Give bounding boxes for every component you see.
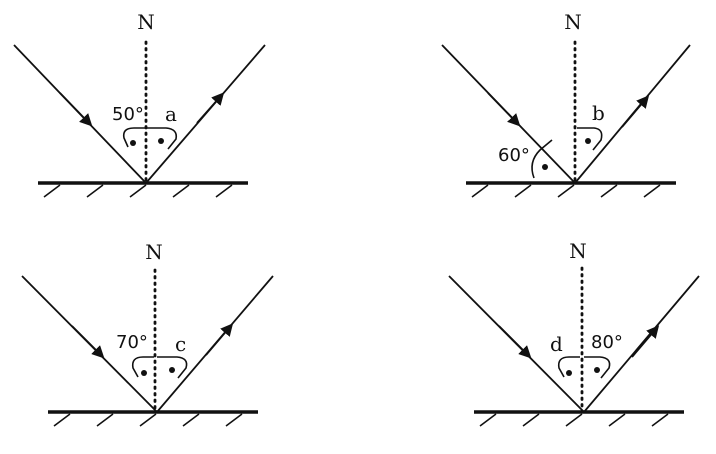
angle-dot xyxy=(566,370,572,376)
mirror-hatching xyxy=(471,184,661,198)
unknown-angle-label: c xyxy=(175,332,186,356)
panel-1: N 50° a xyxy=(13,10,266,198)
angle-dot xyxy=(169,367,175,373)
normal-label: N xyxy=(145,240,163,264)
incident-arrow xyxy=(71,325,105,359)
angle-dot xyxy=(594,367,600,373)
mirror-hatching xyxy=(43,184,233,198)
reflected-arrow xyxy=(196,92,225,124)
angle-marker-left xyxy=(122,127,145,148)
unknown-angle-label: a xyxy=(165,102,177,126)
normal-label: N xyxy=(137,10,155,34)
angle-marker-surface xyxy=(531,139,553,179)
mirror-hatching xyxy=(479,413,669,427)
angle-marker-right xyxy=(157,356,188,379)
angle-dot xyxy=(585,138,591,144)
panel-4: N d 80° xyxy=(448,239,700,427)
angle-dot xyxy=(141,370,147,376)
normal-label: N xyxy=(569,239,587,263)
reflected-ray xyxy=(583,275,700,413)
angle-marker-left xyxy=(131,356,154,378)
angle-label: 80° xyxy=(591,332,623,353)
normal-label: N xyxy=(564,10,582,34)
angle-label: 70° xyxy=(116,332,148,353)
incident-arrow xyxy=(498,325,532,359)
angle-dot xyxy=(542,164,548,170)
angle-marker-left xyxy=(557,356,580,378)
angle-marker-right xyxy=(147,127,178,150)
unknown-angle-label: d xyxy=(550,332,563,356)
angle-dot xyxy=(158,138,164,144)
angle-dot xyxy=(130,140,136,146)
reflected-arrow xyxy=(205,323,234,356)
incident-arrow xyxy=(59,92,93,127)
mirror-hatching xyxy=(53,413,243,427)
reflected-arrow xyxy=(631,325,660,358)
panel-2: N 60° b xyxy=(441,10,691,198)
panel-3: N 70° c xyxy=(21,240,274,427)
angle-label: 50° xyxy=(112,104,144,125)
incident-arrow xyxy=(487,92,521,127)
reflected-arrow xyxy=(621,95,650,128)
angle-marker-right xyxy=(584,356,611,379)
angle-marker-right xyxy=(577,127,603,151)
unknown-angle-label: b xyxy=(592,101,605,125)
angle-label: 60° xyxy=(498,145,530,166)
